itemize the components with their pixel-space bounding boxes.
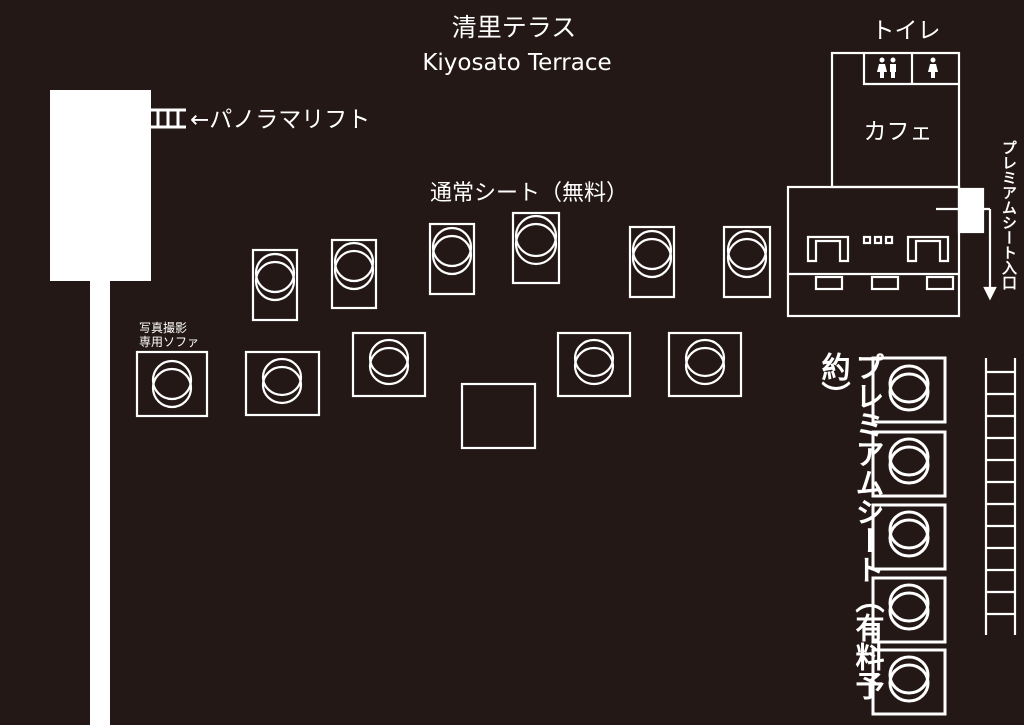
seat-premium[interactable] bbox=[871, 430, 947, 498]
lift-label: ←パノラマリフト bbox=[190, 107, 370, 133]
seat-premium[interactable] bbox=[871, 503, 947, 571]
lift-station bbox=[50, 90, 151, 281]
seat-premium[interactable] bbox=[871, 648, 947, 716]
seat-premium[interactable] bbox=[871, 356, 947, 424]
stairs bbox=[984, 358, 1017, 635]
seat-regular[interactable] bbox=[330, 238, 378, 310]
cafe-label: カフェ bbox=[864, 119, 933, 145]
seat-premium[interactable] bbox=[871, 576, 947, 644]
seat-regular[interactable] bbox=[628, 225, 676, 299]
photo-sofa-label: 写真撮影 bbox=[139, 321, 187, 335]
cafe-building bbox=[786, 51, 997, 318]
seat-regular[interactable] bbox=[511, 211, 561, 285]
seat-regular[interactable] bbox=[251, 248, 299, 322]
table bbox=[460, 382, 537, 450]
title-en: Kiyosato Terrace bbox=[422, 50, 611, 76]
regular-seats-label: 通常シート（無料） bbox=[430, 181, 628, 206]
seat-regular[interactable] bbox=[244, 350, 321, 417]
premium-seats-label: プレミアムシート（有料予約） bbox=[817, 352, 885, 700]
restroom-icon bbox=[877, 57, 896, 78]
seat-regular[interactable] bbox=[667, 331, 743, 398]
photo-sofa[interactable] bbox=[135, 350, 209, 418]
seat-regular[interactable] bbox=[556, 331, 632, 398]
photo-sofa-label-2: 専用ソファ bbox=[139, 335, 199, 349]
seat-regular[interactable] bbox=[722, 225, 772, 299]
lift-ladder-icon bbox=[151, 108, 186, 129]
premium-entrance-label: プレミアムシート入口 bbox=[1000, 140, 1018, 290]
seat-regular[interactable] bbox=[351, 331, 427, 398]
seat-regular[interactable] bbox=[428, 222, 476, 296]
female-restroom-icon bbox=[928, 57, 938, 78]
toilet-label: トイレ bbox=[872, 18, 941, 44]
title-ja: 清里テラス bbox=[452, 13, 577, 42]
lift-pole bbox=[90, 281, 110, 725]
